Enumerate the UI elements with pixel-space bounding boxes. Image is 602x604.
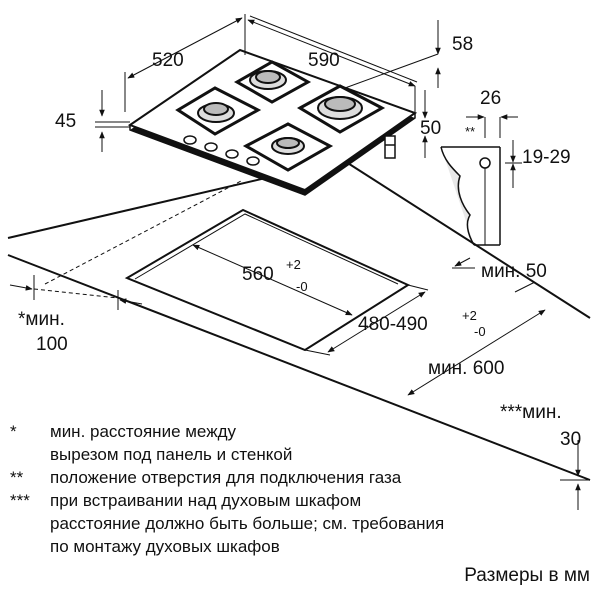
- footnote-line: положение отверстия для подключения газа: [50, 468, 402, 487]
- knob-icon: [183, 135, 197, 145]
- side-profile: [440, 146, 501, 246]
- dimension-lines: [9, 14, 590, 510]
- footnotes: * мин. расстояние между вырезом под пане…: [10, 420, 595, 558]
- knob-icon: [204, 142, 218, 152]
- dim-flange-label: 50: [420, 118, 441, 139]
- wall-reference: [33, 179, 244, 299]
- dim-side-gap-label: 58: [452, 34, 473, 55]
- footnote-2: ** положение отверстия для подключения г…: [10, 466, 595, 489]
- dim-gas-height-label: 19-29: [522, 147, 571, 168]
- knob-icon: [225, 149, 239, 159]
- footnote-text: положение отверстия для подключения газа: [50, 466, 595, 489]
- dim-depth-label: 590: [308, 50, 340, 71]
- control-knobs: [183, 135, 260, 166]
- footnote-line: вырезом под панель и стенкой: [50, 445, 293, 464]
- min-50-label: мин. 50: [481, 261, 547, 282]
- cutout-depth-tol-up: +2: [462, 308, 477, 323]
- burner-front-left-icon: [175, 86, 262, 136]
- gas-inlet-icon: [479, 157, 491, 169]
- footnote-text: при встраивании над духовым шкафом расст…: [50, 489, 595, 558]
- dim-width-label: 520: [152, 50, 184, 71]
- min-600-label: мин. 600: [428, 358, 504, 379]
- cutout-width-tol-up: +2: [286, 257, 301, 272]
- footnote-mark: **: [10, 468, 24, 487]
- min-100-label-top: *мин.: [18, 309, 65, 330]
- footnote-1: * мин. расстояние между вырезом под пане…: [10, 420, 595, 466]
- footnote-line: по монтажу духовых шкафов: [50, 537, 280, 556]
- burner-rear-right-icon: [296, 84, 386, 134]
- footnote-line: расстояние должно быть больше; см. требо…: [50, 514, 445, 533]
- dim-thickness-label: 45: [55, 111, 76, 132]
- min-100-label-bottom: 100: [36, 334, 68, 355]
- knob-icon: [246, 156, 260, 166]
- min-30-label-top: ***мин.: [500, 402, 562, 423]
- footnote-mark: ***: [10, 491, 30, 510]
- min-30-label-bottom: 30: [560, 429, 581, 450]
- footnote-3: *** при встраивании над духовым шкафом р…: [10, 489, 595, 558]
- footnote-line: мин. расстояние между: [50, 422, 236, 441]
- footnote-mark: *: [10, 422, 17, 441]
- burner-front-right-icon: [242, 122, 334, 172]
- dimension-labels: 520 590 58 45 50 26 ** 19-29 560 +2 -0 4…: [18, 34, 581, 450]
- footnote-line: при встраивании над духовым шкафом: [50, 491, 362, 510]
- cutout-depth-label: 480-490: [358, 314, 428, 335]
- dim-gas-offset-label: 26: [480, 88, 501, 109]
- cutout-width-tol-down: -0: [296, 279, 308, 294]
- cutout-depth-tol-down: -0: [474, 324, 486, 339]
- units-caption: Размеры в мм: [464, 565, 590, 586]
- dim-gas-mark-label: **: [465, 124, 475, 139]
- footnote-text: мин. расстояние между вырезом под панель…: [50, 420, 595, 466]
- gas-connector-icon: [384, 135, 396, 159]
- cutout-width-label: 560: [242, 264, 274, 285]
